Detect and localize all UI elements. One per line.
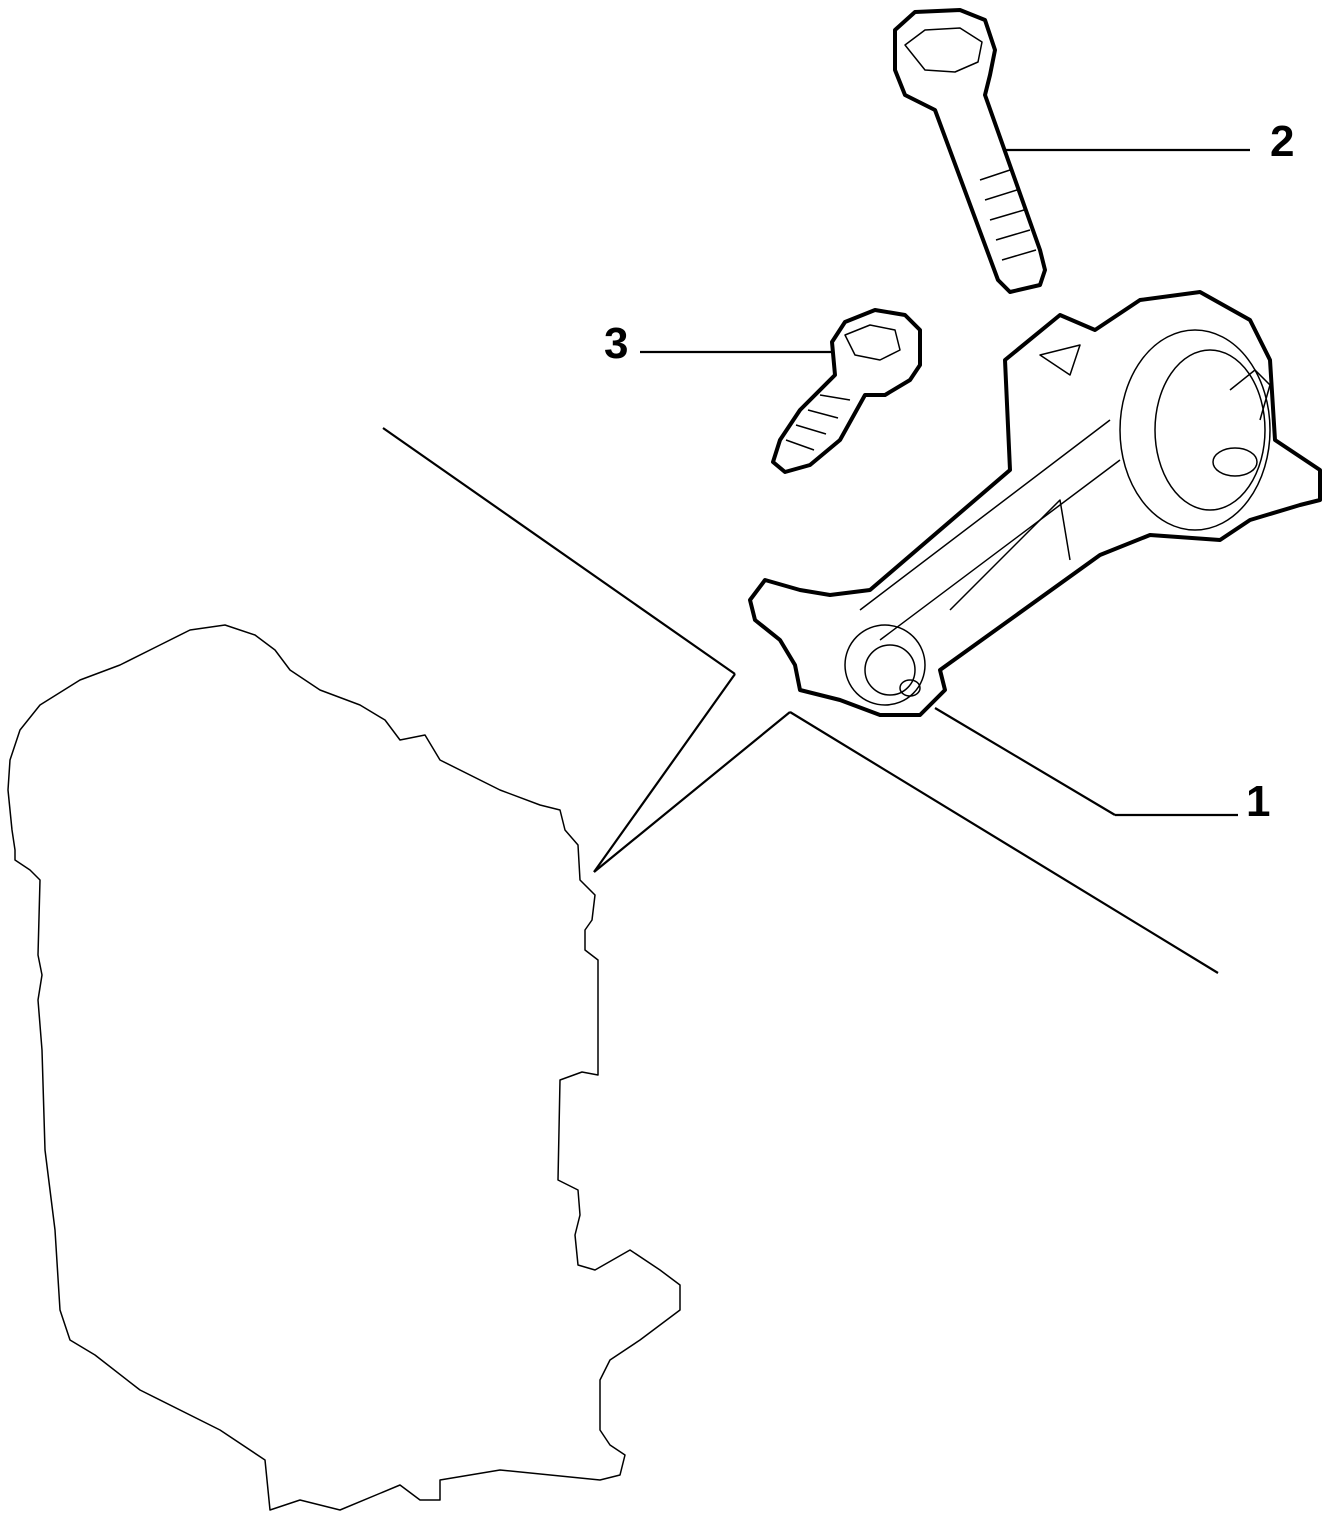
short-bolt-part: [771, 308, 922, 474]
callout-label-3: 3: [604, 319, 628, 368]
engine-mount-part: [748, 290, 1322, 717]
engine-block-outline: [7, 624, 681, 1511]
callout-label-1: 1: [1246, 777, 1270, 826]
callout-label-2: 2: [1270, 117, 1294, 166]
leader-line-1: [934, 707, 1116, 816]
long-bolt-part: [893, 8, 1047, 294]
frame-lines: [382, 427, 1219, 974]
